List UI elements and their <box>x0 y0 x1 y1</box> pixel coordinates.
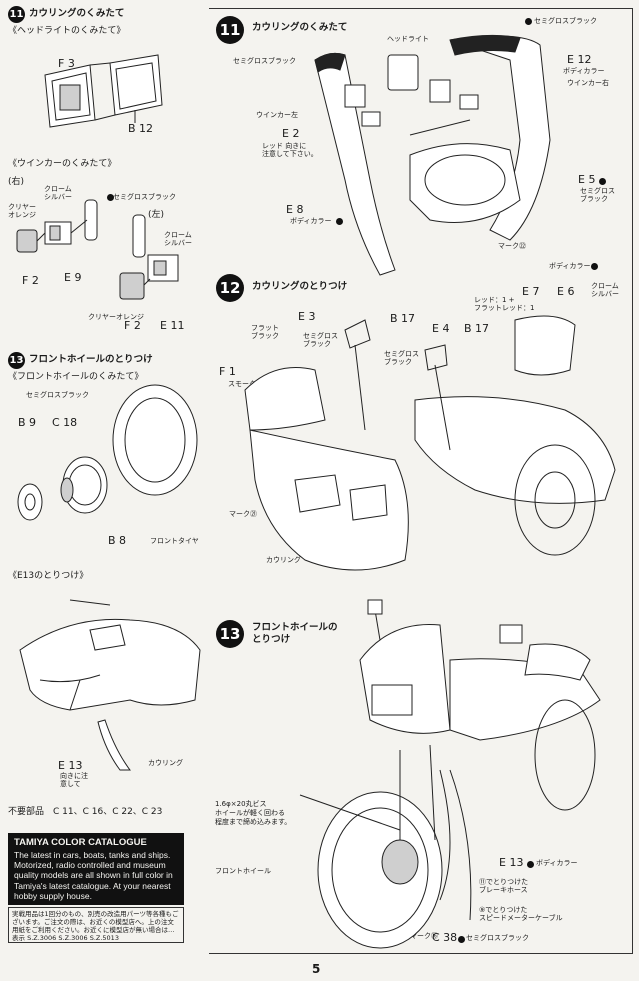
front-wheel-label: フロントホイール <box>215 867 271 875</box>
part-e13-label-left: E 13 <box>58 759 83 772</box>
headlight-label: ヘッドライト <box>387 35 429 43</box>
part-e4-label: E 4 <box>432 322 450 335</box>
right-panel-frame <box>209 8 633 954</box>
catalogue-title: TAMIYA COLOR CATALOGUE <box>14 837 147 848</box>
part-b12-label: B 12 <box>128 122 154 135</box>
semigloss-black-label: セミグロスブラック <box>113 193 176 201</box>
winker-right-label: ウインカー右 <box>567 79 609 87</box>
step-12-title: カウリングのとりつけ <box>252 281 348 292</box>
winker-subtitle: 《ウインカーのくみたて》 <box>8 159 117 169</box>
step-12-badge: 12 <box>216 274 244 302</box>
part-e9-label: E 9 <box>64 271 82 284</box>
semigloss-black-label-13: セミグロスブラック <box>26 391 89 399</box>
mark-16-label: マーク⑯ <box>410 932 438 940</box>
front-wheel-attach-drawing <box>299 599 601 949</box>
semigloss-black-top-label: セミグロスブラック <box>534 17 597 25</box>
chrome-silver-label: クローム シルバー <box>44 185 72 201</box>
step-11-badge-left: 11 <box>8 6 25 23</box>
c38-color-label: セミグロスブラック <box>466 934 529 942</box>
front-tire-label: フロントタイヤ <box>150 537 199 545</box>
e13-subtitle: 《E13のとりつけ》 <box>8 571 89 581</box>
mark-22-label: マーク㉒ <box>498 242 526 250</box>
part-f1-label: F 1 <box>219 365 236 378</box>
part-e13-label-right: E 13 <box>499 856 524 869</box>
left-winker-drawing <box>119 214 179 300</box>
part-f3-label: F 3 <box>58 57 75 70</box>
part-e11-label: E 11 <box>160 319 185 332</box>
e13-color-label-right: ボディカラー <box>536 859 578 867</box>
e2-note: レッド 向きに 注意して下さい。 <box>262 142 318 158</box>
tamiya-catalogue-box: TAMIYA COLOR CATALOGUE The latest in car… <box>8 833 184 905</box>
winker-left-label: ウインカー左 <box>256 111 298 119</box>
paint-dot-icon <box>525 18 532 25</box>
semigloss-black-left-label: セミグロスブラック <box>233 57 296 65</box>
front-wheel-subtitle: 《フロントホイールのくみたて》 <box>8 372 144 382</box>
clear-orange-label-2: クリヤーオレンジ <box>88 313 144 321</box>
page-number: 5 <box>312 962 321 976</box>
right-winker-drawing <box>16 199 98 253</box>
part-f2b-label: F 2 <box>124 319 141 332</box>
step-13-badge-right: 13 <box>216 620 244 648</box>
part-e2-label: E 2 <box>282 127 300 140</box>
left-side-label: (左) <box>148 210 165 220</box>
step-11-badge-right: 11 <box>216 16 244 44</box>
e13-orientation-note: 向きに注 意して <box>60 772 88 788</box>
smoke-label: スモーク <box>228 380 256 388</box>
speedo-cable-note: ⑨でとりつけた スピードメーターケーブル <box>479 906 563 922</box>
semigloss-black-label-12a: セミグロス ブラック <box>303 332 338 348</box>
part-b17b-label: B 17 <box>464 322 490 335</box>
part-e7-label: E 7 <box>522 285 540 298</box>
motorcycle-cowling-attach-drawing <box>244 315 616 571</box>
e8-color-label: ボディカラー <box>290 217 332 225</box>
brake-hose-note: ⑪でとりつけた ブレーキホース <box>479 878 529 894</box>
cowling-assembly-drawing <box>314 34 551 276</box>
clear-orange-label: クリヤー オレンジ <box>8 203 36 219</box>
paint-dot-icon <box>599 178 606 185</box>
paint-dot-icon <box>458 936 465 943</box>
part-b9-label: B 9 <box>18 416 37 429</box>
part-b8-label: B 8 <box>108 534 127 547</box>
red-mix-note: レッド：1 + フラットレッド：1 <box>474 296 535 312</box>
step-13-badge-left: 13 <box>8 352 25 369</box>
paint-dot-icon <box>591 263 598 270</box>
headlight-assembly-drawing <box>44 54 163 128</box>
chrome-silver-label-2: クローム シルバー <box>164 231 192 247</box>
step-11-title-left: カウリングのくみたて <box>29 8 125 19</box>
paint-dot-icon <box>336 218 343 225</box>
chrome-silver-label-12: クローム シルバー <box>591 282 619 298</box>
unneeded-parts-note: 不要部品 C 11、C 16、C 22、C 23 <box>8 807 163 817</box>
part-b17a-label: B 17 <box>390 312 416 325</box>
part-f2a-label: F 2 <box>22 274 39 287</box>
paint-dot-icon <box>527 861 534 868</box>
step-11-title-right: カウリングのくみたて <box>252 22 348 33</box>
part-c18-label: C 18 <box>52 416 78 429</box>
e5-color-label: セミグロス ブラック <box>580 187 615 203</box>
headlight-subtitle: 《ヘッドライトのくみたて》 <box>8 26 126 36</box>
cowling-label-left: カウリング <box>148 759 183 767</box>
body-color-label-e12: ボディカラー <box>563 67 605 75</box>
part-e3-label: E 3 <box>298 310 316 323</box>
e13-cowling-drawing <box>19 599 201 771</box>
order-notice-box: 実戦用品は1回分のもの、別売の改造用パーツ等各種もございます。ご注文の際は、お近… <box>8 907 184 943</box>
flat-black-label: フラット ブラック <box>251 324 279 340</box>
body-color-label-12: ボディカラー <box>549 262 591 270</box>
step-13-title-right: フロントホイールの とりつけ <box>252 622 338 646</box>
right-side-label: (右) <box>8 177 25 187</box>
screw-note: 1.6φ×20丸ビス ホイールが軽く回わる 程度まで締め込みます。 <box>215 800 292 826</box>
part-e12-label: E 12 <box>567 53 592 66</box>
part-e5-label: E 5 <box>578 173 596 186</box>
part-e6-label: E 6 <box>557 285 575 298</box>
step-13-title-left: フロントホイールのとりつけ <box>29 354 153 365</box>
part-c38-label: C 38 <box>432 931 458 944</box>
part-e8-label: E 8 <box>286 203 304 216</box>
paint-dot-icon <box>107 194 114 201</box>
semigloss-black-label-12b: セミグロス ブラック <box>384 350 419 366</box>
cowling-label-12: カウリング <box>266 556 301 564</box>
mark-21-label: マーク㉑ <box>229 510 257 518</box>
catalogue-body: The latest in cars, boats, tanks and shi… <box>14 850 173 901</box>
front-wheel-assembly-drawing <box>17 384 198 521</box>
